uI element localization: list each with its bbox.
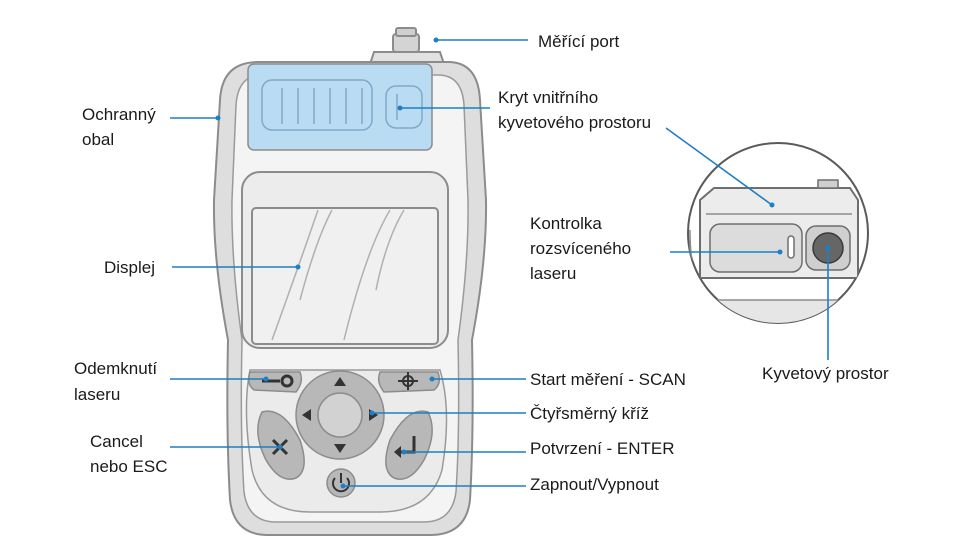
four-way-navigation-pad[interactable]	[295, 370, 385, 460]
scan-button[interactable]	[377, 371, 441, 393]
power-button[interactable]	[326, 468, 356, 498]
label-laser-indicator-line2: rozsvíceného	[530, 239, 632, 258]
device-illustration	[212, 27, 488, 536]
label-cancel-line1: Cancel	[90, 432, 143, 451]
label-laser-indicator-line3: laseru	[530, 264, 577, 283]
leader-lines	[170, 37, 831, 489]
scan-icon	[398, 372, 418, 390]
cuvette-cover	[247, 63, 433, 151]
label-protective-case-line1: Ochranný	[82, 105, 156, 124]
arrow-up-icon[interactable]	[334, 377, 346, 386]
cuvette-detail-zoom	[687, 142, 869, 324]
label-cover-line2: kyvetového prostoru	[498, 113, 652, 132]
arrow-left-icon[interactable]	[302, 409, 311, 421]
label-cuvette-compartment: Kyvetový prostor	[762, 364, 889, 383]
label-cover-line1: Kryt vnitřního	[498, 88, 599, 107]
label-power: Zapnout/Vypnout	[530, 475, 659, 494]
laser-unlock-button[interactable]	[247, 371, 303, 393]
arrow-down-icon[interactable]	[334, 444, 346, 453]
label-laser-indicator-line1: Kontrolka	[530, 214, 602, 233]
label-display: Displej	[104, 258, 156, 277]
label-cancel-line2: nebo ESC	[90, 457, 168, 476]
label-laser-unlock-line1: Odemknutí	[74, 359, 158, 378]
label-protective-case-line2: obal	[82, 130, 115, 149]
power-icon	[332, 473, 350, 493]
label-scan: Start měření - SCAN	[530, 370, 686, 389]
label-enter: Potvrzení - ENTER	[530, 439, 675, 458]
label-laser-unlock-line2: laseru	[74, 385, 121, 404]
label-measuring-port: Měřící port	[538, 32, 620, 51]
label-four-way-pad: Čtyřsměrný kříž	[530, 404, 649, 423]
display	[241, 171, 449, 349]
